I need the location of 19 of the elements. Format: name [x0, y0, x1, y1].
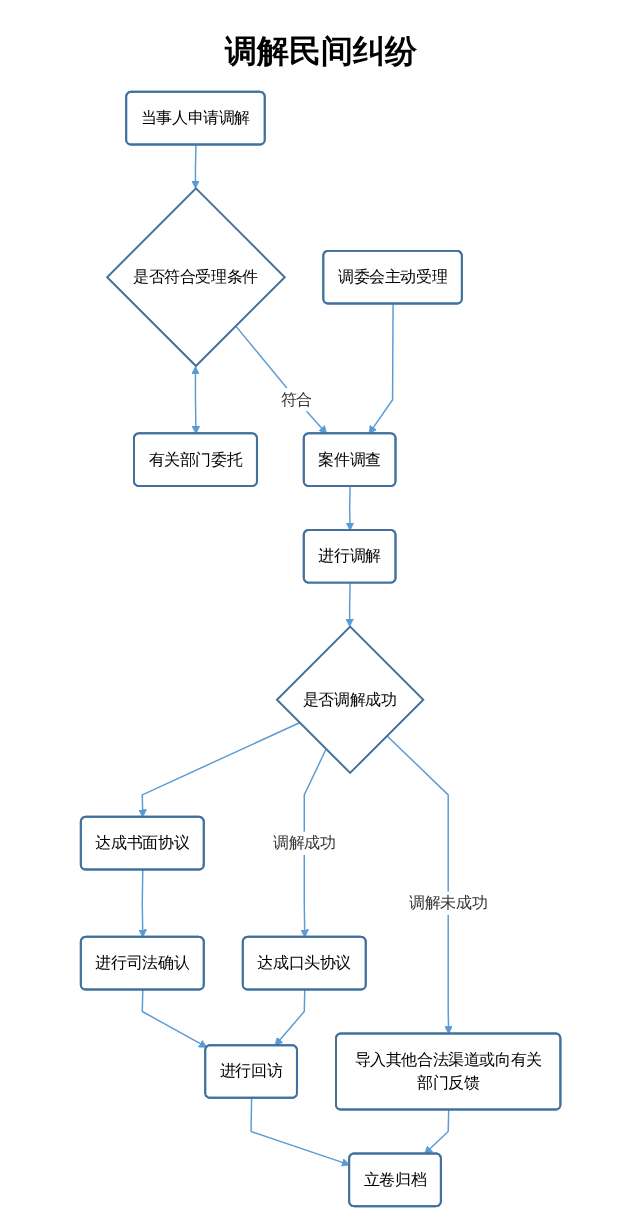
arrow: [300, 748, 328, 938]
node-diamond: 是否调解成功: [275, 625, 426, 775]
edge-label: 符合: [281, 389, 313, 409]
arrow: [235, 325, 328, 435]
arrow: [346, 485, 355, 531]
arrow: [191, 366, 201, 435]
arrow: [345, 582, 355, 627]
edge-label: 调解未成功: [409, 893, 488, 912]
arrow: [369, 303, 395, 435]
arrow: [141, 989, 208, 1048]
arrow: [424, 1109, 450, 1155]
edge-label: 调解成功: [273, 833, 336, 852]
node-diamond: 是否符合受理条件: [106, 187, 287, 368]
arrow: [191, 144, 201, 189]
arrow: [138, 722, 301, 818]
diagram-title: 调解民间纠纷: [223, 31, 418, 72]
arrow: [386, 734, 454, 1035]
arrow: [274, 989, 306, 1047]
arrow: [138, 869, 148, 938]
